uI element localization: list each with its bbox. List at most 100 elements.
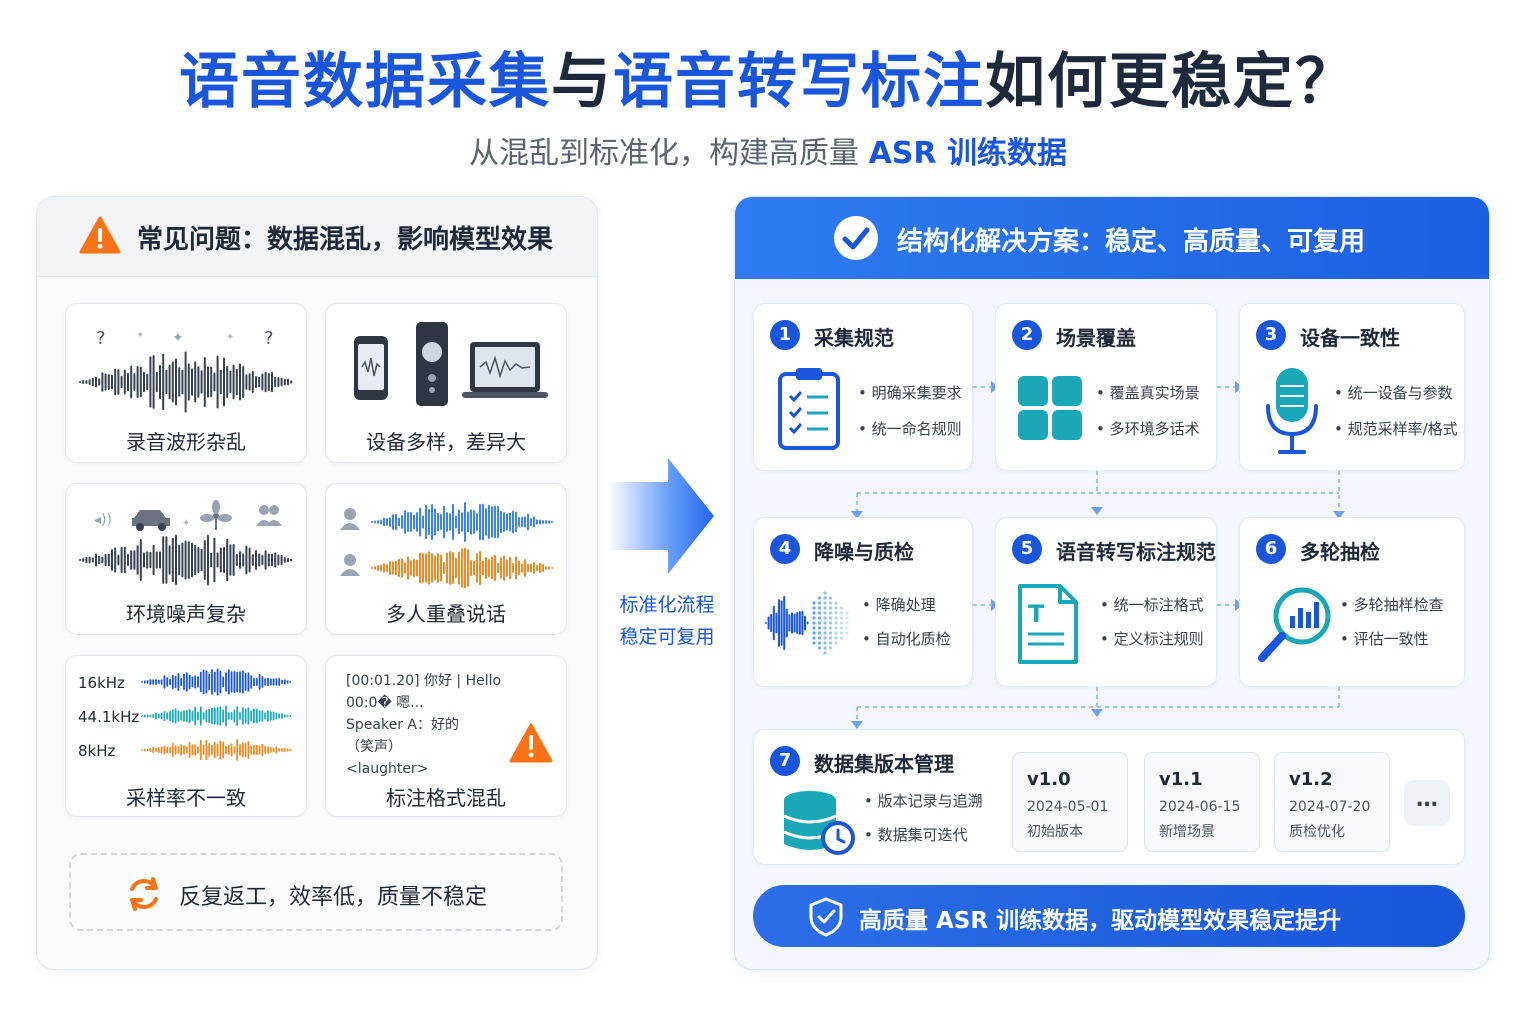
svg-text:◂)): ◂)) — [94, 512, 112, 528]
problem-card-devices: 设备多样，差异大 — [325, 303, 567, 463]
problem-card-noise: ◂)) ✦ 环境噪声复杂 — [65, 483, 307, 635]
warning-icon — [79, 216, 121, 254]
problem-card-label: 环境噪声复杂 — [126, 602, 246, 626]
title-part-2: 与 — [551, 47, 613, 117]
devices-icon — [354, 322, 548, 406]
warning-icon — [509, 723, 553, 763]
sample-rate-label-44k: 44.1kHz — [78, 708, 140, 726]
title-part-3: 语音转写标注 — [613, 47, 985, 117]
more-versions-button[interactable]: … — [1404, 780, 1450, 826]
problem-card-label: 多人重叠说话 — [386, 602, 506, 626]
annotation-line: Speaker A：好的 — [346, 717, 459, 733]
step-bullet: 自动化质检 — [862, 628, 951, 649]
step-bullet: 数据集可迭代 — [864, 824, 968, 845]
problems-panel: 常见问题：数据混乱，影响模型效果 ? ? ✦ ✦ ✦ 录音波形杂乱 设备多样 — [36, 196, 598, 970]
svg-text:?: ? — [264, 328, 274, 349]
annotation-line: [00:01.20] 你好 | Hello — [346, 673, 502, 689]
sample-rate-icon — [141, 668, 292, 761]
problem-card-sample-rate: 16kHz 44.1kHz 8kHz 采样率不一致 — [65, 655, 307, 817]
step-bullet: 统一标注格式 — [1100, 594, 1204, 615]
flow-label-standardized: 标准化流程 — [619, 594, 715, 616]
database-clock-icon — [783, 791, 855, 855]
page-title: 语音数据采集与语音转写标注如何更稳定？ — [0, 40, 1536, 124]
step-card-6: 6 多轮抽检 多轮抽样检查 评估一致性 — [1239, 517, 1465, 687]
step-number: 6 — [1256, 534, 1286, 564]
svg-text:✦: ✦ — [136, 330, 144, 341]
text-document-icon: T — [1018, 584, 1078, 664]
step-card-2: 2 场景覆盖 覆盖真实场景 多环境多话术 — [995, 303, 1217, 471]
step-bullet: 版本记录与追溯 — [864, 790, 983, 811]
problem-card-label: 采样率不一致 — [126, 786, 246, 810]
title-part-1: 语音数据采集 — [179, 47, 551, 117]
step-card-4: 4 降噪与质检 降确处理 自动化质检 — [753, 517, 973, 687]
svg-text:✦: ✦ — [172, 330, 184, 346]
page-subtitle: 从混乱到标准化，构建高质量 ASR 训练数据 — [0, 128, 1536, 172]
svg-text:T: T — [1028, 600, 1045, 628]
solution-header: 结构化解决方案：稳定、高质量、可复用 — [735, 197, 1489, 279]
problem-card-label: 标注格式混乱 — [386, 786, 506, 810]
step-number: 2 — [1012, 320, 1042, 350]
title-part-4: 如何更稳定？ — [985, 47, 1357, 117]
version-card-v1-0[interactable]: v1.0 2024-05-01 初始版本 — [1012, 752, 1128, 852]
step-title: 降噪与质检 — [814, 540, 914, 564]
clipboard-checklist-icon — [778, 368, 840, 450]
version-name: v1.1 — [1159, 769, 1203, 790]
rework-note-text: 反复返工，效率低，质量不稳定 — [179, 885, 488, 910]
sample-rate-label-8k: 8kHz — [78, 742, 116, 760]
refresh-icon — [130, 877, 158, 911]
step-title: 语音转写标注规范 — [1056, 540, 1216, 564]
svg-text:?: ? — [96, 328, 106, 349]
problem-card-annotation: [00:01.20] 你好 | Hello 00:0� 嗯... Speaker… — [325, 655, 567, 817]
version-note: 新增场景 — [1159, 824, 1215, 840]
step-number: 3 — [1256, 320, 1286, 350]
grid-icon — [1018, 376, 1082, 440]
version-date: 2024-05-01 — [1027, 799, 1109, 815]
version-card-v1-1[interactable]: v1.1 2024-06-15 新增场景 — [1144, 752, 1260, 852]
annotation-line: 00:0� 嗯... — [346, 695, 424, 711]
problem-card-messy-waveform: ? ? ✦ ✦ ✦ 录音波形杂乱 — [65, 303, 307, 463]
fan-icon — [200, 500, 232, 530]
flow-label-reusable: 稳定可复用 — [619, 626, 715, 648]
magnifier-chart-icon — [1258, 587, 1331, 662]
version-note: 初始版本 — [1027, 824, 1083, 840]
version-note: 质检优化 — [1289, 824, 1345, 840]
step-bullet: 评估一致性 — [1340, 628, 1429, 649]
step-bullet: 定义标注规则 — [1100, 628, 1204, 649]
problem-card-label: 录音波形杂乱 — [126, 430, 246, 454]
step-number: 5 — [1012, 534, 1042, 564]
flow-connectors — [851, 381, 1345, 729]
subtitle-text: 从混乱到标准化，构建高质量 — [469, 136, 869, 171]
overlap-speakers-icon — [340, 502, 553, 589]
step-card-1: 1 采集规范 明确采集要求 统一命名规则 — [753, 303, 973, 471]
subtitle-asr: ASR 训练数据 — [868, 136, 1067, 171]
shield-check-icon — [809, 897, 843, 937]
svg-text:✦: ✦ — [182, 518, 190, 529]
noise-waveform-icon: ◂)) ✦ — [79, 500, 293, 586]
step-title: 多轮抽检 — [1300, 540, 1380, 564]
step-title: 采集规范 — [814, 326, 894, 350]
version-name: v1.0 — [1027, 769, 1071, 790]
annotation-line: <laughter> — [346, 761, 429, 777]
check-circle-icon — [834, 216, 878, 260]
problems-header: 常见问题：数据混乱，影响模型效果 — [37, 197, 597, 277]
version-name: v1.2 — [1289, 769, 1333, 790]
step-card-5: 5 语音转写标注规范 T 统一标注格式 定义标注规则 — [995, 517, 1217, 687]
footer-text: 高质量 ASR 训练数据，驱动模型效果稳定提升 — [859, 908, 1342, 934]
solution-panel: 结构化解决方案：稳定、高质量、可复用 — [734, 196, 1490, 970]
problem-card-overlap: 多人重叠说话 — [325, 483, 567, 635]
rework-note: 反复返工，效率低，质量不稳定 — [69, 853, 563, 931]
denoise-wave-icon — [765, 591, 849, 655]
car-icon — [132, 510, 170, 531]
microphone-icon — [1266, 368, 1318, 454]
step-bullet: 统一命名规则 — [858, 418, 962, 439]
problem-card-label: 设备多样，差异大 — [366, 430, 526, 454]
version-card-v1-2[interactable]: v1.2 2024-07-20 质检优化 — [1274, 752, 1390, 852]
step-title: 数据集版本管理 — [814, 752, 954, 776]
svg-text:✦: ✦ — [226, 332, 234, 343]
step-bullet: 明确采集要求 — [858, 382, 962, 403]
step-card-7: 7 数据集版本管理 版本记录与追溯 数据集可迭代 v1.0 2024-05-01… — [753, 729, 1465, 865]
annotation-line: （笑声） — [346, 739, 402, 755]
step-number: 1 — [770, 320, 800, 350]
messy-annotation-icon: [00:01.20] 你好 | Hello 00:0� 嗯... Speaker… — [346, 670, 501, 780]
people-icon — [256, 505, 282, 526]
